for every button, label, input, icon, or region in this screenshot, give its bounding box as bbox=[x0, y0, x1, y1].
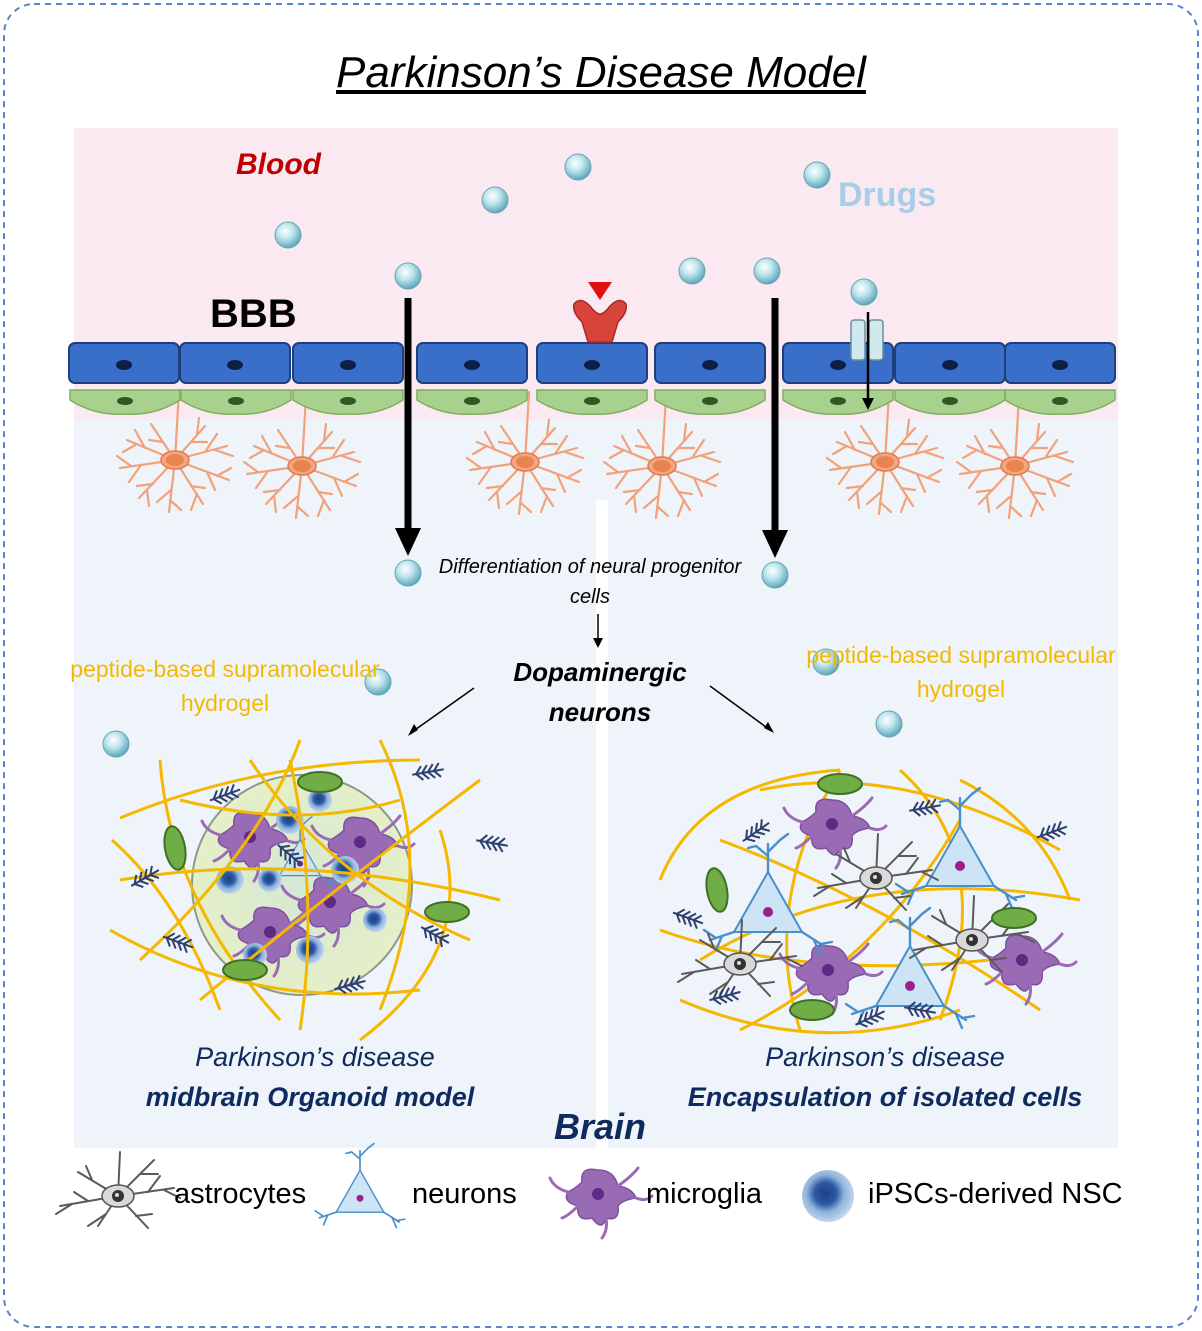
diagram-title: Parkinson’s Disease Model bbox=[336, 48, 866, 97]
legend-nsc-icon bbox=[802, 1170, 854, 1222]
legend-neurons-label: neurons bbox=[412, 1178, 517, 1210]
bbb-label: BBB bbox=[210, 292, 297, 336]
legend-nsc-label: iPSCs-derived NSC bbox=[868, 1178, 1123, 1210]
panel-divider bbox=[596, 500, 608, 1150]
transport-arrows bbox=[395, 298, 874, 558]
legend-microglia-icon bbox=[548, 1166, 654, 1240]
legend-microglia-label: microglia bbox=[646, 1178, 763, 1210]
right-caption-line2: Encapsulation of isolated cells bbox=[687, 1082, 1083, 1112]
legend-astrocyte-icon bbox=[55, 1151, 181, 1229]
left-hydrogel-label: peptide-based supramolecular hydrogel bbox=[70, 656, 380, 716]
astrocyte-endfeet bbox=[69, 389, 1116, 415]
encapsulated-cells bbox=[658, 768, 1081, 1035]
left-caption-line1: Parkinson’s disease bbox=[195, 1042, 435, 1072]
drugs-label: Drugs bbox=[838, 176, 937, 214]
outer-frame bbox=[3, 3, 1199, 1328]
flow-arrows bbox=[408, 614, 774, 736]
right-hydrogel-label: peptide-based supramolecular hydrogel bbox=[806, 642, 1116, 702]
differentiation-text: Differentiation of neural progenitor cel… bbox=[438, 556, 742, 608]
brain-label: Brain bbox=[553, 1106, 647, 1147]
blood-label: Blood bbox=[236, 148, 321, 181]
left-caption-line2: midbrain Organoid model bbox=[145, 1082, 475, 1112]
legend-astrocytes-label: astrocytes bbox=[174, 1178, 307, 1210]
legend-icons bbox=[55, 1142, 854, 1240]
organoid-fibers bbox=[109, 739, 501, 1042]
right-caption-line1: Parkinson’s disease bbox=[765, 1042, 1005, 1072]
endothelial-cells bbox=[68, 342, 1116, 384]
receptor bbox=[572, 282, 628, 343]
dopaminergic-label: Dopaminergic neurons bbox=[513, 657, 687, 727]
legend-neuron-icon bbox=[314, 1142, 406, 1229]
transporter-channel bbox=[850, 319, 884, 361]
organoid-model bbox=[109, 739, 510, 1042]
